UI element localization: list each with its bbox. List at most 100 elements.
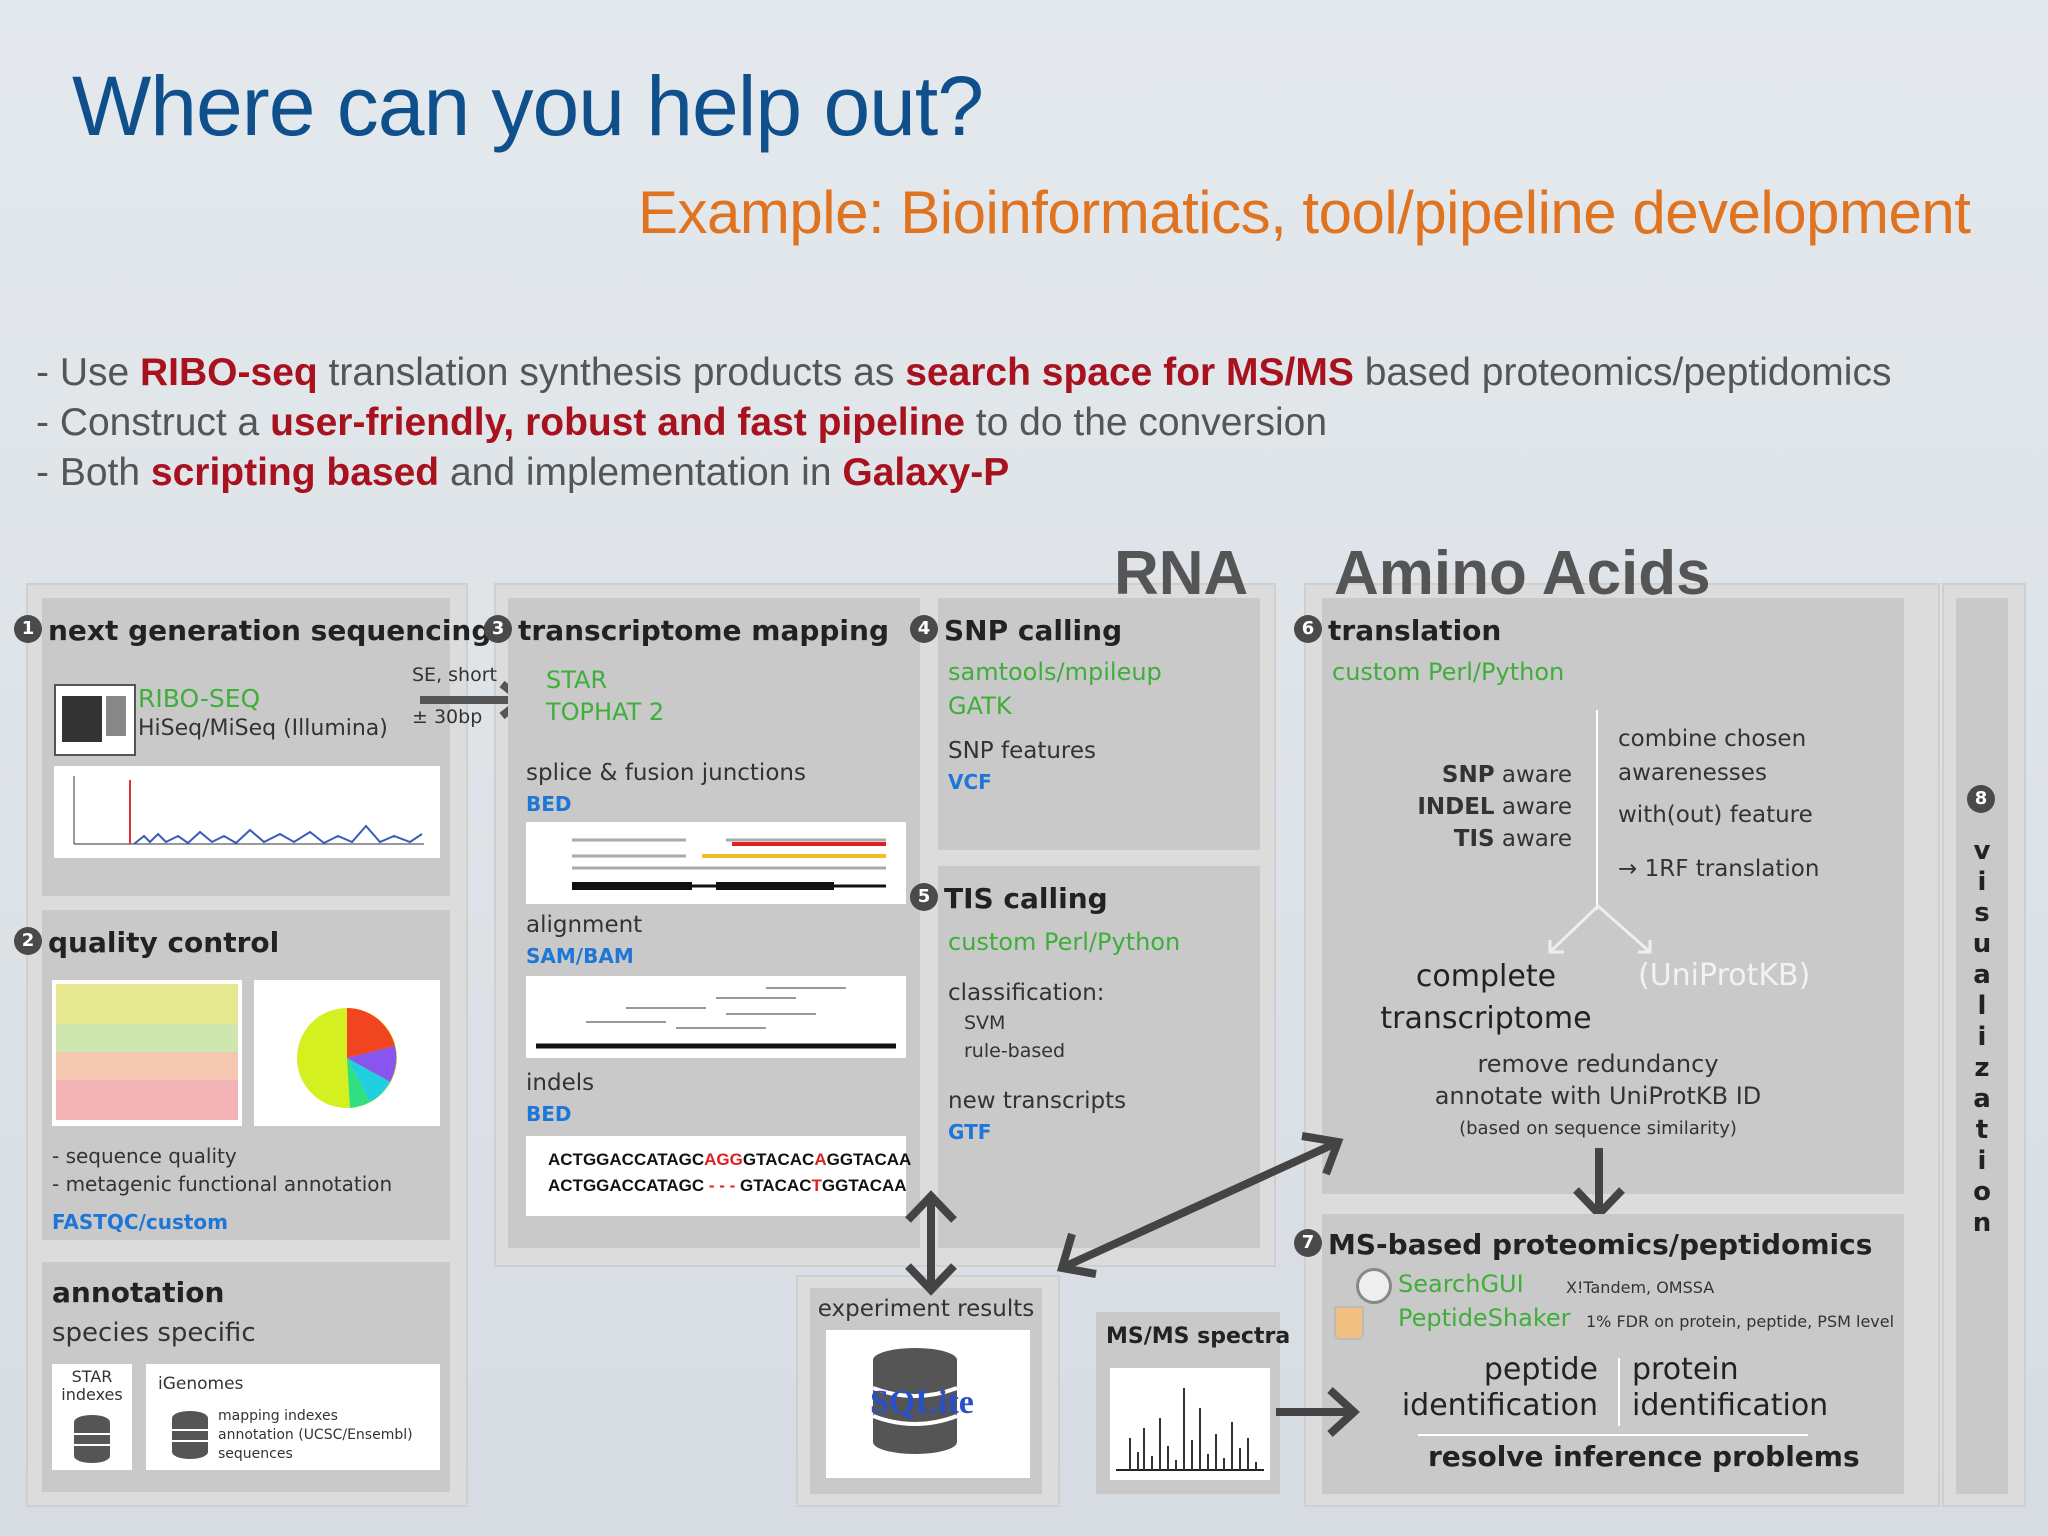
combine-text-1: combine chosen	[1618, 726, 1807, 752]
visualization-letter: z	[1974, 1053, 1990, 1083]
bidirectional-arrow-diagonal-icon	[1056, 1132, 1344, 1278]
visualization-number: 8	[1967, 785, 2001, 816]
peptideshaker-note: 1% FDR on protein, peptide, PSM level	[1586, 1312, 1895, 1331]
arrow-label-2: ± 30bp	[412, 706, 483, 728]
inference-label: resolve inference problems	[1428, 1440, 1860, 1473]
sqlite-box: SQLite	[826, 1330, 1030, 1478]
visualization-letter: a	[1973, 960, 1991, 990]
database-icon	[74, 1415, 110, 1463]
snp-panel	[938, 598, 1260, 850]
identification-divider	[1618, 1358, 1620, 1426]
samtools-tool: samtools/mpileup	[948, 658, 1162, 686]
peptideshaker-icon	[1334, 1306, 1364, 1340]
visualization-letter: a	[1973, 1084, 1991, 1114]
database-icon	[172, 1411, 208, 1459]
ribo-seq-label: RIBO-SEQ	[138, 684, 261, 713]
gatk-tool: GATK	[948, 692, 1012, 720]
annotation-title: annotation	[52, 1276, 225, 1309]
ribo-profile-plot	[54, 766, 440, 858]
sqlite-label: SQLite	[870, 1384, 974, 1421]
msms-title: MS/MS spectra	[1106, 1324, 1291, 1349]
vcf-format: VCF	[948, 770, 992, 794]
bullet-list: - Use RIBO-seq translation synthesis pro…	[36, 348, 1891, 498]
visualization-letter: t	[1975, 1115, 1989, 1145]
arrow-label-1: SE, short	[412, 664, 497, 686]
rna-label: RNA	[1114, 539, 1249, 608]
splice-label: splice & fusion junctions	[526, 760, 806, 786]
snp-aware: SNP aware	[1441, 762, 1572, 788]
new-transcripts-label: new transcripts	[948, 1088, 1127, 1114]
indel-aware: INDEL aware	[1417, 794, 1572, 820]
redundancy-text: remove redundancy	[1477, 1050, 1719, 1078]
indel-sequence-box: ACTGGACCATAGCAGGGTACACAGGTACAA ACTGGACCA…	[526, 1136, 911, 1216]
bullet-1: - Use RIBO-seq translation synthesis pro…	[36, 351, 1892, 394]
uniprot-annotate-text: annotate with UniProtKB ID	[1434, 1082, 1762, 1110]
searchgui-icon	[1356, 1268, 1392, 1304]
ribo-profile-svg	[73, 776, 424, 845]
visualization-letter: l	[1977, 991, 1987, 1021]
igenomes-item-2: annotation (UCSC/Ensembl)	[218, 1427, 413, 1443]
searchgui-tool: SearchGUI	[1398, 1270, 1524, 1298]
splice-format: BED	[526, 792, 572, 816]
searchgui-note: X!Tandem, OMSSA	[1566, 1278, 1715, 1297]
fastqc-label: FASTQC/custom	[52, 1210, 229, 1234]
translation-panel	[1322, 598, 1904, 1194]
page-title: Where can you help out?	[72, 59, 984, 153]
sequencer-icon	[54, 684, 136, 756]
igenomes-item-3: sequences	[218, 1446, 293, 1462]
quality-heatmap	[52, 980, 242, 1126]
uniprotkb-label: (UniProtKB)	[1638, 958, 1811, 993]
amino-acids-label: Amino Acids	[1334, 539, 1711, 608]
tis-tool: custom Perl/Python	[948, 928, 1181, 956]
alignment-track	[526, 976, 906, 1058]
visualization-letter: o	[1973, 1177, 1991, 1207]
bullet-3: - Both scripting based and implementatio…	[36, 451, 1010, 494]
snp-features-label: SNP features	[948, 738, 1097, 764]
arrow-right-icon	[1276, 1387, 1360, 1437]
visualization-letter: u	[1972, 929, 1992, 959]
hiseq-label: HiSeq/MiSeq (Illumina)	[138, 716, 388, 741]
combine-text-3: with(out) feature	[1618, 802, 1813, 828]
visualization-letter: s	[1974, 898, 1990, 928]
alignment-format: SAM/BAM	[526, 944, 634, 968]
split-arrow-icon	[1548, 903, 1652, 954]
visualization-letter: n	[1972, 1208, 1992, 1238]
annotation-pie-chart	[254, 980, 440, 1126]
visualization-letter: i	[1977, 1022, 1987, 1052]
visualization-letter: v	[1973, 836, 1991, 866]
msms-spectrum	[1110, 1368, 1270, 1480]
igenomes-label: iGenomes	[158, 1374, 244, 1394]
star-indexes-label: STAR indexes	[61, 1367, 123, 1404]
combine-text-2: awarenesses	[1618, 760, 1767, 786]
results-title: experiment results	[817, 1296, 1035, 1322]
rule-based-label: rule-based	[964, 1040, 1066, 1062]
junction-svg	[572, 838, 886, 890]
visualization-letter: i	[1977, 867, 1987, 897]
tophat-tool: TOPHAT 2	[546, 698, 665, 726]
visualization-letter: i	[1977, 1146, 1987, 1176]
spectrum-svg	[1116, 1388, 1264, 1471]
translation-tool: custom Perl/Python	[1332, 658, 1565, 686]
qc-note-1: - sequence quality	[52, 1144, 237, 1168]
alignment-svg	[536, 987, 896, 1049]
visualization-panel	[1956, 598, 2008, 1494]
junction-track	[526, 822, 906, 904]
pie-svg	[297, 1008, 397, 1108]
svm-label: SVM	[964, 1012, 1006, 1034]
divider-line	[1596, 710, 1598, 910]
indels-label: indels	[526, 1070, 595, 1096]
similarity-note: (based on sequence similarity)	[1459, 1118, 1737, 1139]
combine-text-4: → 1RF translation	[1618, 856, 1820, 882]
sequence-reference: ACTGGACCATAGCAGGGTACACAGGTACAA	[548, 1150, 912, 1169]
